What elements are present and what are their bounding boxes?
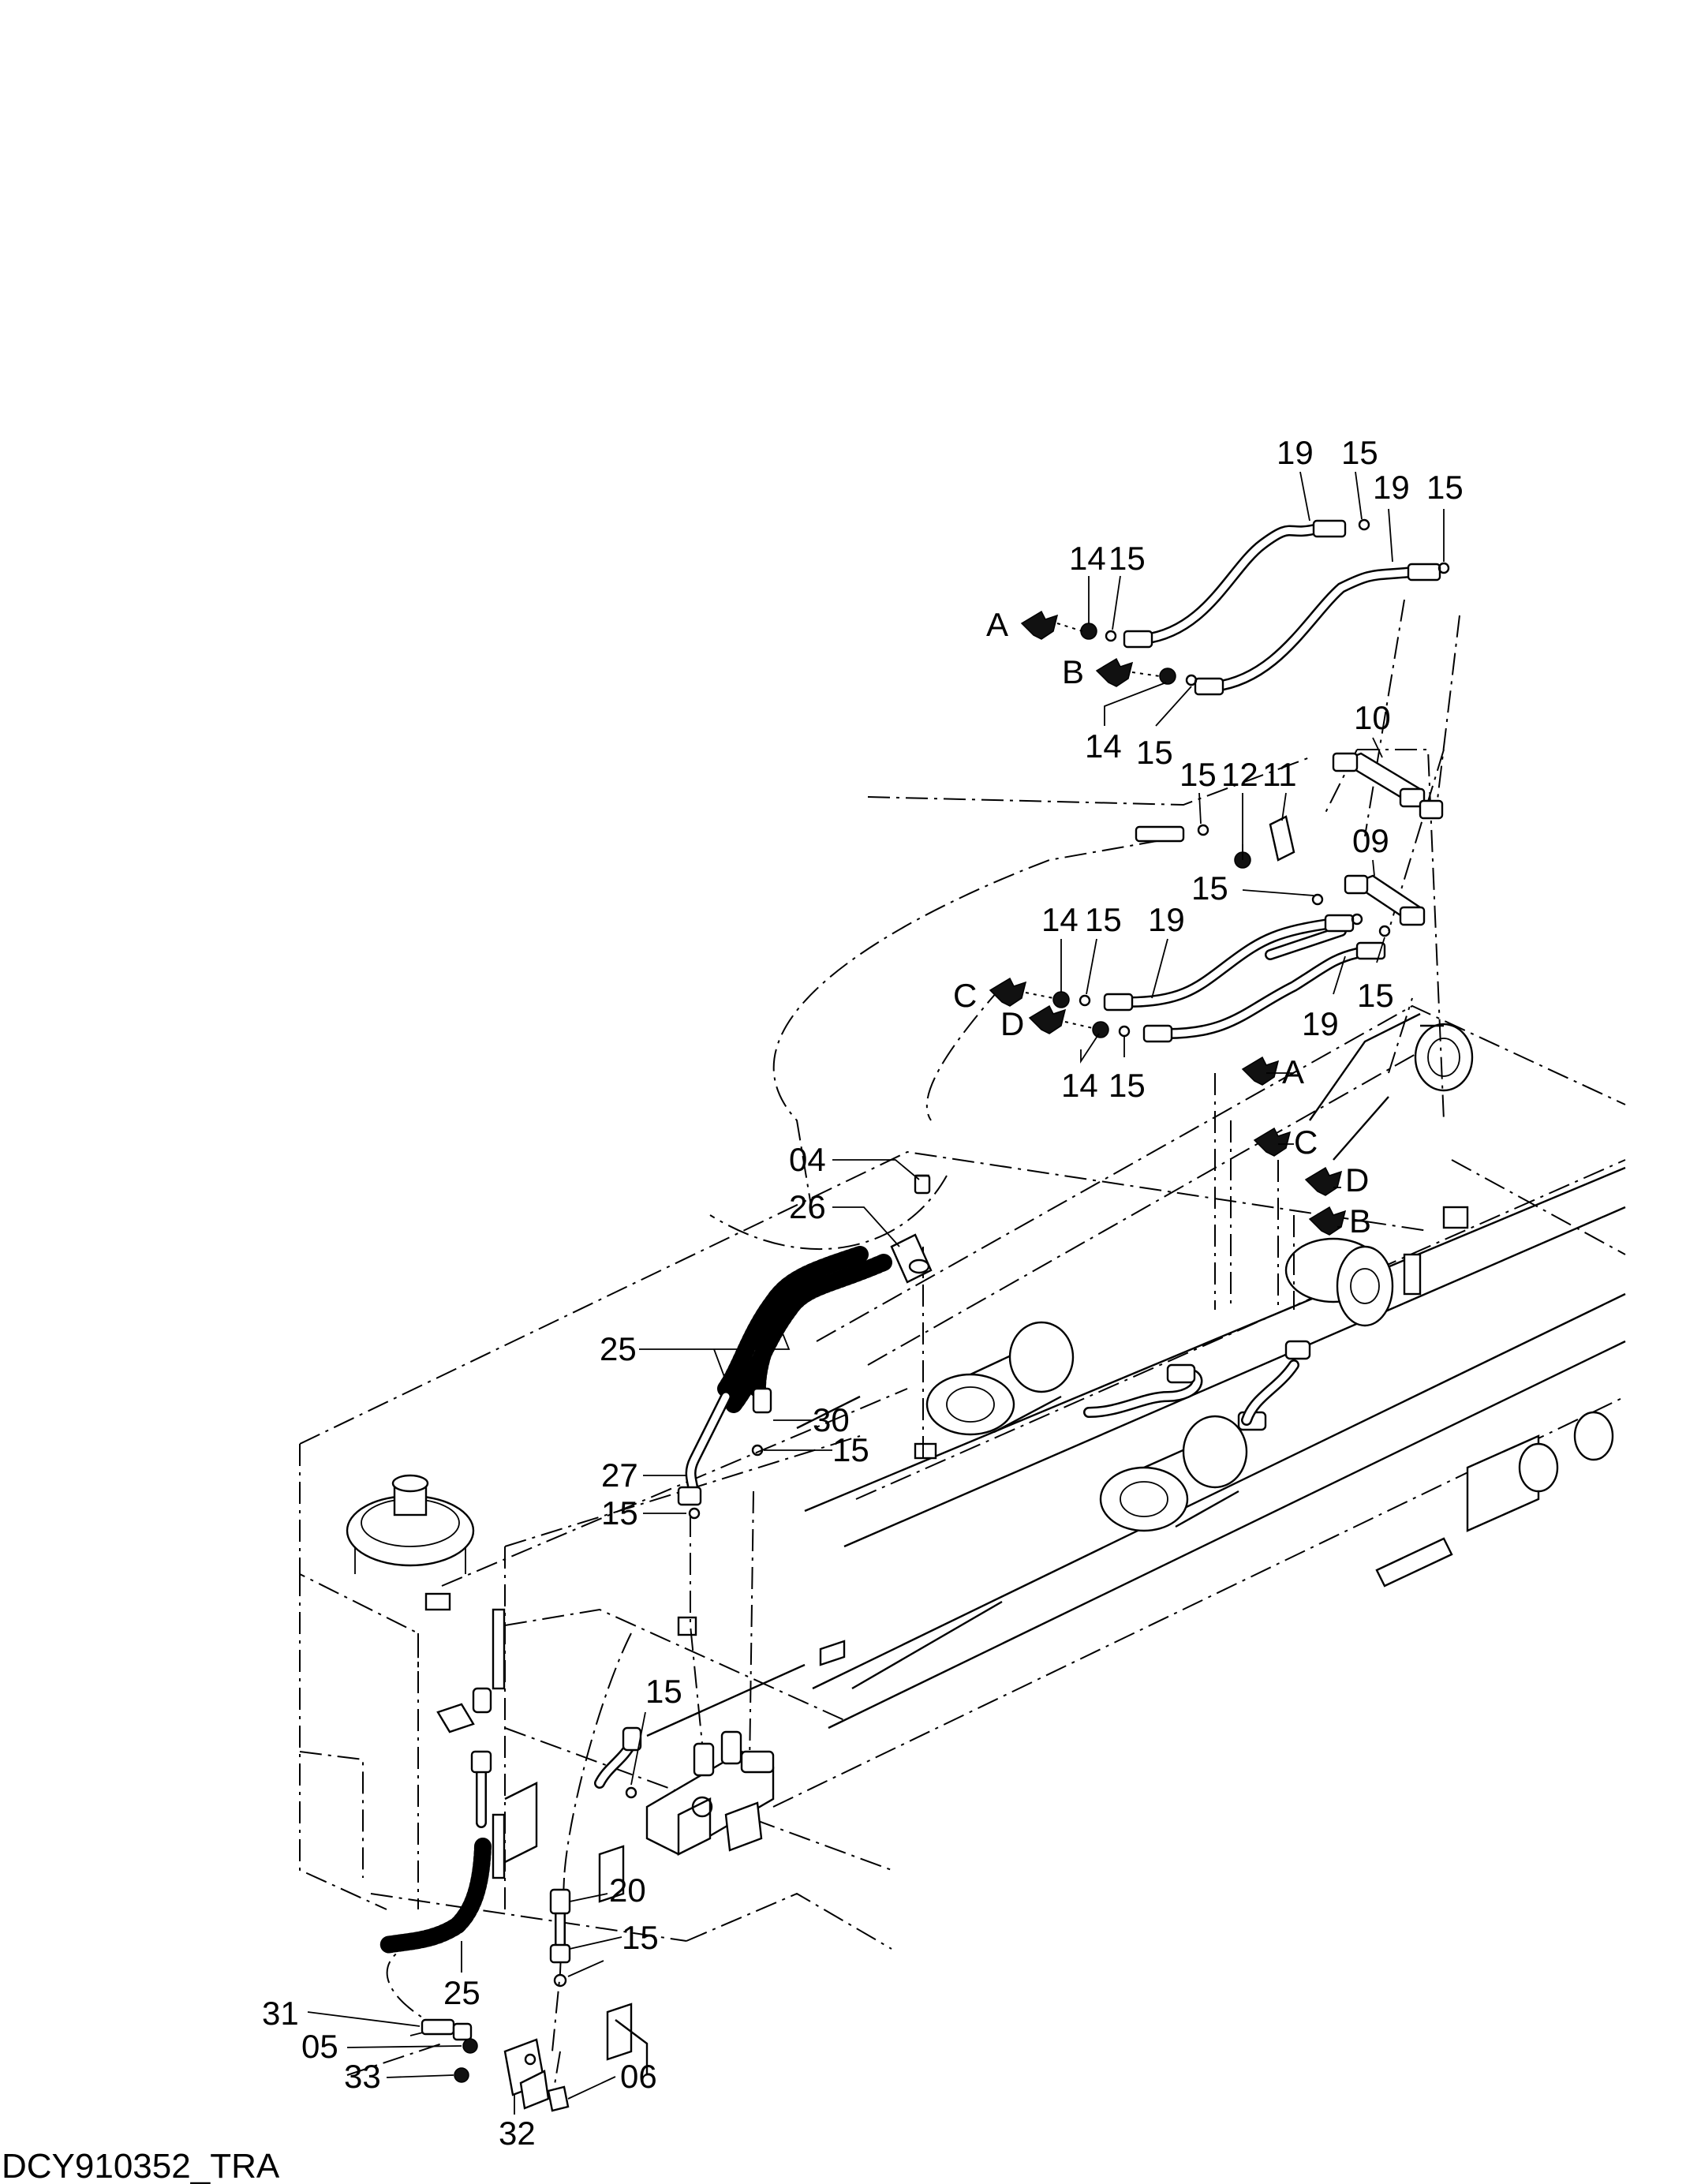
- label-26: 26: [789, 1188, 826, 1225]
- label-marker-d: D: [1000, 1005, 1024, 1042]
- label-marker-a: A: [1282, 1053, 1304, 1090]
- label-14: 14: [1085, 727, 1122, 765]
- label-12: 12: [1221, 756, 1258, 793]
- label-15: 15: [1191, 869, 1228, 907]
- label-15: 15: [1341, 434, 1378, 471]
- label-10: 10: [1354, 699, 1391, 736]
- label-30: 30: [813, 1401, 850, 1438]
- leader-lines: [307, 471, 1445, 2115]
- lower-hose-assembly: [378, 1750, 571, 2112]
- label-11: 11: [1262, 756, 1297, 793]
- label-marker-c: C: [1294, 1124, 1318, 1161]
- clamp-assembly: [890, 1174, 933, 1284]
- label-19: 19: [1148, 901, 1185, 938]
- label-15: 15: [622, 1919, 659, 1956]
- label-15: 15: [601, 1494, 638, 1531]
- label-06: 06: [620, 2058, 657, 2095]
- label-14: 14: [1041, 901, 1079, 938]
- corrugated-hose-upper: [677, 1246, 892, 1520]
- label-marker-d: D: [1345, 1161, 1369, 1199]
- label-14: 14: [1061, 1067, 1098, 1104]
- block-assembly-09: [989, 874, 1426, 1043]
- label-09: 09: [1352, 822, 1389, 859]
- label-15: 15: [1108, 540, 1146, 577]
- label-15: 15: [1426, 469, 1464, 506]
- label-20: 20: [609, 1872, 646, 1909]
- label-marker-b: B: [1062, 653, 1084, 690]
- label-33: 33: [344, 2058, 381, 2095]
- label-19: 19: [1277, 434, 1314, 471]
- label-27: 27: [601, 1457, 638, 1494]
- machine-frame: [299, 997, 1626, 2075]
- label-25: 25: [443, 1974, 480, 2011]
- label-19: 19: [1302, 1005, 1339, 1042]
- label-04: 04: [789, 1141, 826, 1178]
- label-marker-b: B: [1349, 1202, 1371, 1240]
- label-25: 25: [600, 1330, 637, 1367]
- upper-hose-assembly: [1020, 518, 1450, 696]
- drawing-caption: DCY910352_TRA: [2, 2147, 280, 2184]
- valve-block: [436, 1687, 775, 1856]
- cylinder-port-fittings: [1083, 1056, 1347, 1431]
- label-14: 14: [1069, 540, 1106, 577]
- label-15: 15: [1179, 756, 1217, 793]
- label-15: 15: [645, 1673, 682, 1710]
- label-31: 31: [262, 1995, 299, 2032]
- label-marker-c: C: [953, 977, 977, 1014]
- label-15: 15: [832, 1431, 869, 1468]
- label-15: 15: [1136, 734, 1173, 771]
- block-assembly-10: [1135, 752, 1444, 869]
- label-19: 19: [1373, 469, 1410, 506]
- part-labels: 19 15 19 15 14 15 A B 14 15 10 15 12 11 …: [262, 434, 1464, 2152]
- label-05: 05: [301, 2028, 338, 2065]
- label-15: 15: [1108, 1067, 1146, 1104]
- center-lines: [346, 599, 1460, 2100]
- label-marker-a: A: [986, 606, 1008, 643]
- label-15: 15: [1085, 901, 1122, 938]
- label-15: 15: [1357, 977, 1394, 1014]
- label-32: 32: [499, 2115, 536, 2152]
